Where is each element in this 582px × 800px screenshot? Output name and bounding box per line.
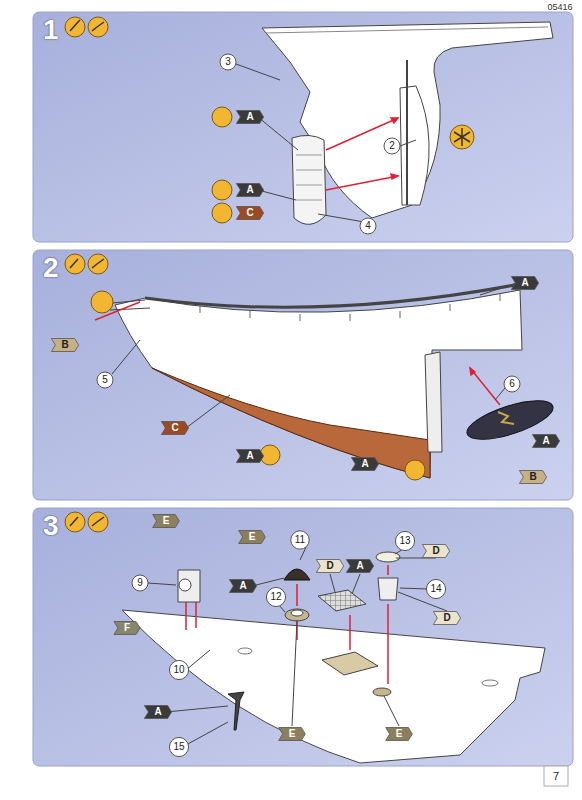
color-tag: C bbox=[246, 208, 253, 218]
color-flag bbox=[386, 728, 413, 741]
callout-circle bbox=[169, 660, 188, 679]
color-flag bbox=[236, 207, 263, 220]
color-tag: E bbox=[249, 532, 256, 542]
callout-circle bbox=[291, 531, 309, 549]
color-tag: A bbox=[246, 451, 253, 461]
step-panel: 1 bbox=[33, 12, 573, 242]
color-flag bbox=[236, 111, 263, 124]
color-tag: A bbox=[246, 112, 253, 122]
callout-circle bbox=[426, 579, 445, 598]
callout-number: 11 bbox=[295, 535, 305, 545]
color-flag bbox=[532, 435, 559, 448]
callout-number: 9 bbox=[137, 578, 143, 588]
color-flag bbox=[433, 612, 460, 625]
color-flag bbox=[236, 184, 263, 197]
color-tag: B bbox=[61, 340, 68, 350]
color-flag bbox=[316, 560, 343, 573]
step-number: 2 bbox=[43, 252, 59, 284]
color-tag: C bbox=[171, 423, 178, 433]
callout-circle bbox=[360, 218, 376, 234]
color-flag bbox=[229, 580, 256, 593]
color-flag bbox=[279, 728, 306, 741]
color-tag: A bbox=[521, 278, 528, 288]
color-flag bbox=[236, 450, 263, 463]
callout-circle bbox=[395, 531, 414, 550]
step-number: 3 bbox=[43, 510, 59, 542]
color-tag: A bbox=[361, 459, 368, 469]
color-tag: E bbox=[289, 729, 296, 739]
callout-number: 4 bbox=[365, 221, 371, 231]
callout-number: 15 bbox=[173, 742, 184, 752]
color-tag: A bbox=[154, 707, 161, 717]
color-tag: D bbox=[432, 546, 439, 556]
step-panel: 2 bbox=[33, 250, 573, 500]
callout-circle bbox=[384, 138, 400, 154]
callout-number: 5 bbox=[102, 375, 108, 385]
color-flag bbox=[511, 277, 538, 290]
color-flag bbox=[51, 339, 78, 352]
callout-circle bbox=[266, 587, 285, 606]
color-flag bbox=[519, 471, 546, 484]
callout-number: 10 bbox=[173, 665, 184, 675]
callout-circle bbox=[504, 376, 520, 392]
callout-circle bbox=[97, 372, 113, 388]
callout-number: 14 bbox=[430, 584, 441, 594]
color-tag: F bbox=[124, 623, 130, 633]
color-flag bbox=[239, 531, 266, 544]
page-number: 7 bbox=[553, 771, 559, 782]
article-number: 05416 bbox=[547, 3, 572, 12]
callout-circle bbox=[169, 737, 188, 756]
color-flag bbox=[422, 545, 449, 558]
callout-number: 6 bbox=[509, 379, 515, 389]
page-box bbox=[544, 766, 568, 786]
color-tag: D bbox=[443, 613, 450, 623]
color-flag bbox=[161, 422, 188, 435]
color-tag: A bbox=[356, 561, 363, 571]
step-number: 1 bbox=[43, 14, 59, 46]
color-tag: E bbox=[163, 516, 170, 526]
color-tag: D bbox=[326, 561, 333, 571]
color-tag: B bbox=[529, 472, 536, 482]
color-tag: A bbox=[239, 581, 246, 591]
color-flag bbox=[153, 515, 180, 528]
callout-circle bbox=[220, 54, 236, 70]
callout-number: 3 bbox=[225, 57, 231, 67]
callout-number: 12 bbox=[270, 592, 281, 602]
color-flag bbox=[346, 560, 373, 573]
callout-number: 13 bbox=[399, 536, 410, 546]
color-flag bbox=[351, 458, 378, 471]
step-panel: 3 bbox=[33, 508, 573, 766]
color-tag: A bbox=[246, 185, 253, 195]
color-flag bbox=[144, 706, 171, 719]
callout-number: 2 bbox=[389, 141, 395, 151]
color-tag: A bbox=[542, 436, 549, 446]
callout-circle bbox=[132, 575, 148, 591]
color-tag: E bbox=[396, 729, 403, 739]
color-flag bbox=[114, 622, 140, 635]
